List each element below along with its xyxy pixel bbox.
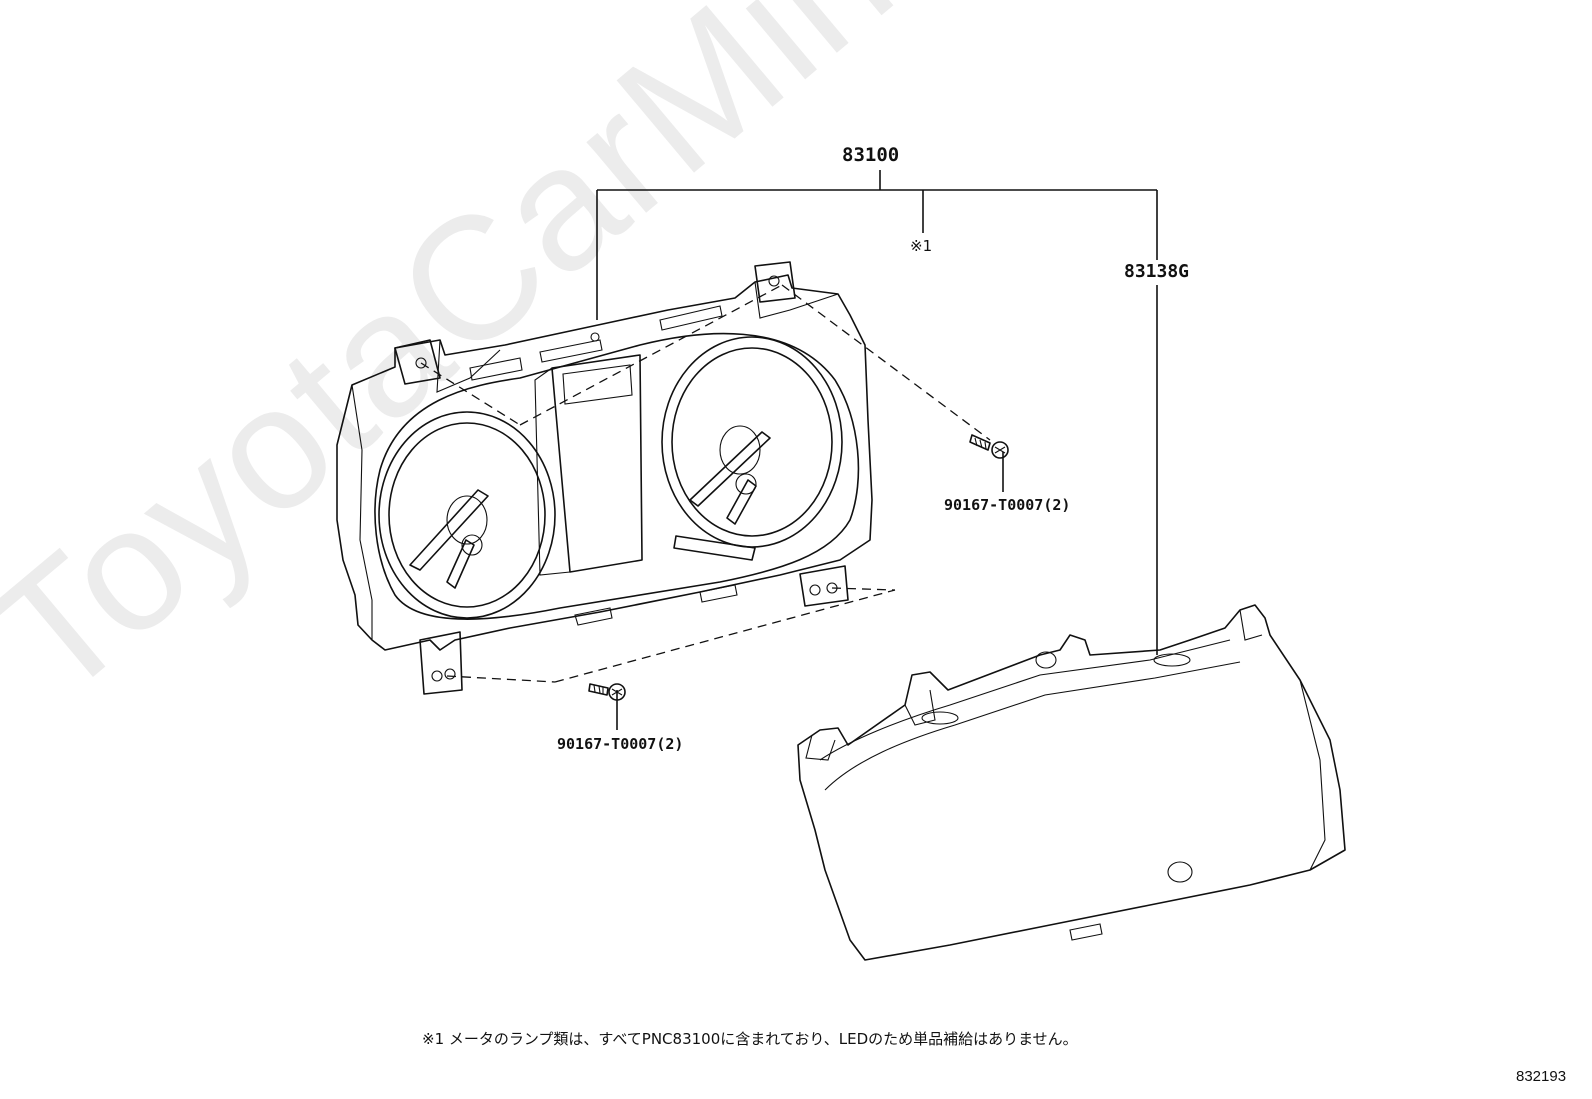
meter-faceplate — [374, 332, 860, 620]
footnote: ※1 メータのランプ類は、すべてPNC83100に含まれており、LEDのため単品… — [422, 1030, 1078, 1048]
right-gauge-hub — [719, 425, 761, 475]
right-gauge-inner — [671, 347, 833, 537]
part-number-screw-left[interactable]: 90167-T0007(2) — [557, 735, 684, 753]
top-right-tab — [754, 261, 796, 303]
right-gauge-needle-long — [689, 431, 771, 507]
meter-cover — [797, 604, 1346, 961]
left-gauge-hub — [446, 495, 488, 545]
note-reference-marker: ※1 — [910, 237, 933, 255]
part-number-83100[interactable]: 83100 — [842, 144, 900, 166]
left-gauge-needle-short — [446, 539, 475, 589]
screw-left — [588, 683, 626, 701]
combination-meter — [336, 261, 873, 695]
bottom-right-tab — [799, 565, 849, 607]
left-gauge-outer — [378, 411, 556, 619]
trip-knob — [673, 535, 756, 561]
screw-right — [969, 434, 1009, 459]
right-gauge-needle-short — [726, 479, 757, 525]
part-number-83138g[interactable]: 83138G — [1124, 261, 1190, 282]
cover-outline — [797, 604, 1346, 961]
center-display — [551, 354, 643, 573]
left-gauge-needle-long — [409, 489, 489, 571]
figure-number: 832193 — [1516, 1068, 1567, 1085]
bottom-left-tab — [419, 631, 463, 695]
assembly-dashes — [420, 284, 991, 683]
left-gauge-inner — [388, 422, 546, 608]
part-number-screw-right[interactable]: 90167-T0007(2) — [944, 496, 1071, 514]
leader-lines — [596, 170, 1158, 730]
top-left-tab — [394, 339, 441, 385]
meter-housing-outline — [336, 274, 873, 651]
